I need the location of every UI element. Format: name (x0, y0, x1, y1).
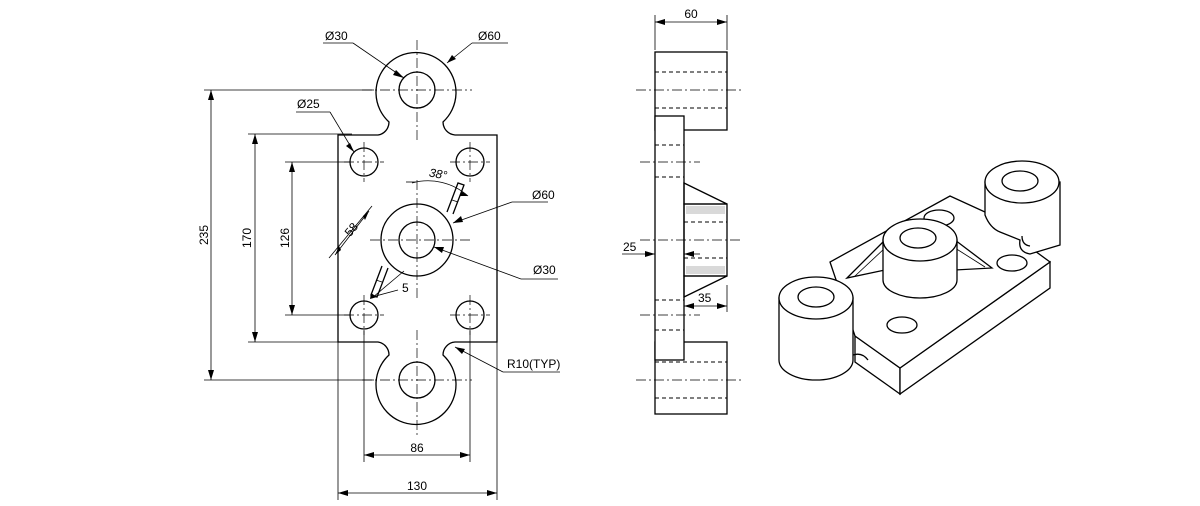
label-dia-center-inner: Ø30 (533, 263, 556, 277)
label-overall-height: 235 (197, 225, 211, 245)
isometric-view (778, 160, 1061, 396)
side-view (636, 51, 742, 415)
side-plate (654, 115, 685, 361)
front-view-labels: Ø30 Ø60 Ø25 38° Ø60 Ø30 58 5 235 170 126… (197, 29, 560, 493)
label-height-170: 170 (240, 228, 254, 248)
side-view-dimensions (622, 15, 728, 312)
iso-hole-front (886, 316, 918, 334)
label-dia-top-outer: Ø60 (478, 29, 501, 43)
side-top-boss (654, 51, 728, 131)
label-plate-thickness: 25 (623, 240, 637, 254)
label-center-boss-projection: 35 (698, 291, 712, 305)
label-overall-width: 130 (407, 479, 427, 493)
label-angle: 38° (428, 166, 448, 183)
front-view-dimensions (204, 42, 560, 500)
label-height-126: 126 (278, 228, 292, 248)
label-rib-thickness: 5 (402, 281, 409, 295)
front-view (328, 40, 498, 435)
iso-hole-right (996, 254, 1028, 272)
iso-front-boss (778, 297, 854, 381)
side-view-labels: 60 25 35 (623, 7, 712, 305)
side-bottom-boss (654, 341, 728, 415)
label-dia-corner: Ø25 (297, 97, 320, 111)
label-dia-top-inner: Ø30 (325, 29, 348, 43)
corner-holes (344, 142, 490, 335)
label-dia-center-outer: Ø60 (532, 188, 555, 202)
label-radius-note: R10(TYP) (507, 357, 560, 371)
label-boss-width: 60 (684, 7, 698, 21)
label-width-86: 86 (410, 441, 424, 455)
